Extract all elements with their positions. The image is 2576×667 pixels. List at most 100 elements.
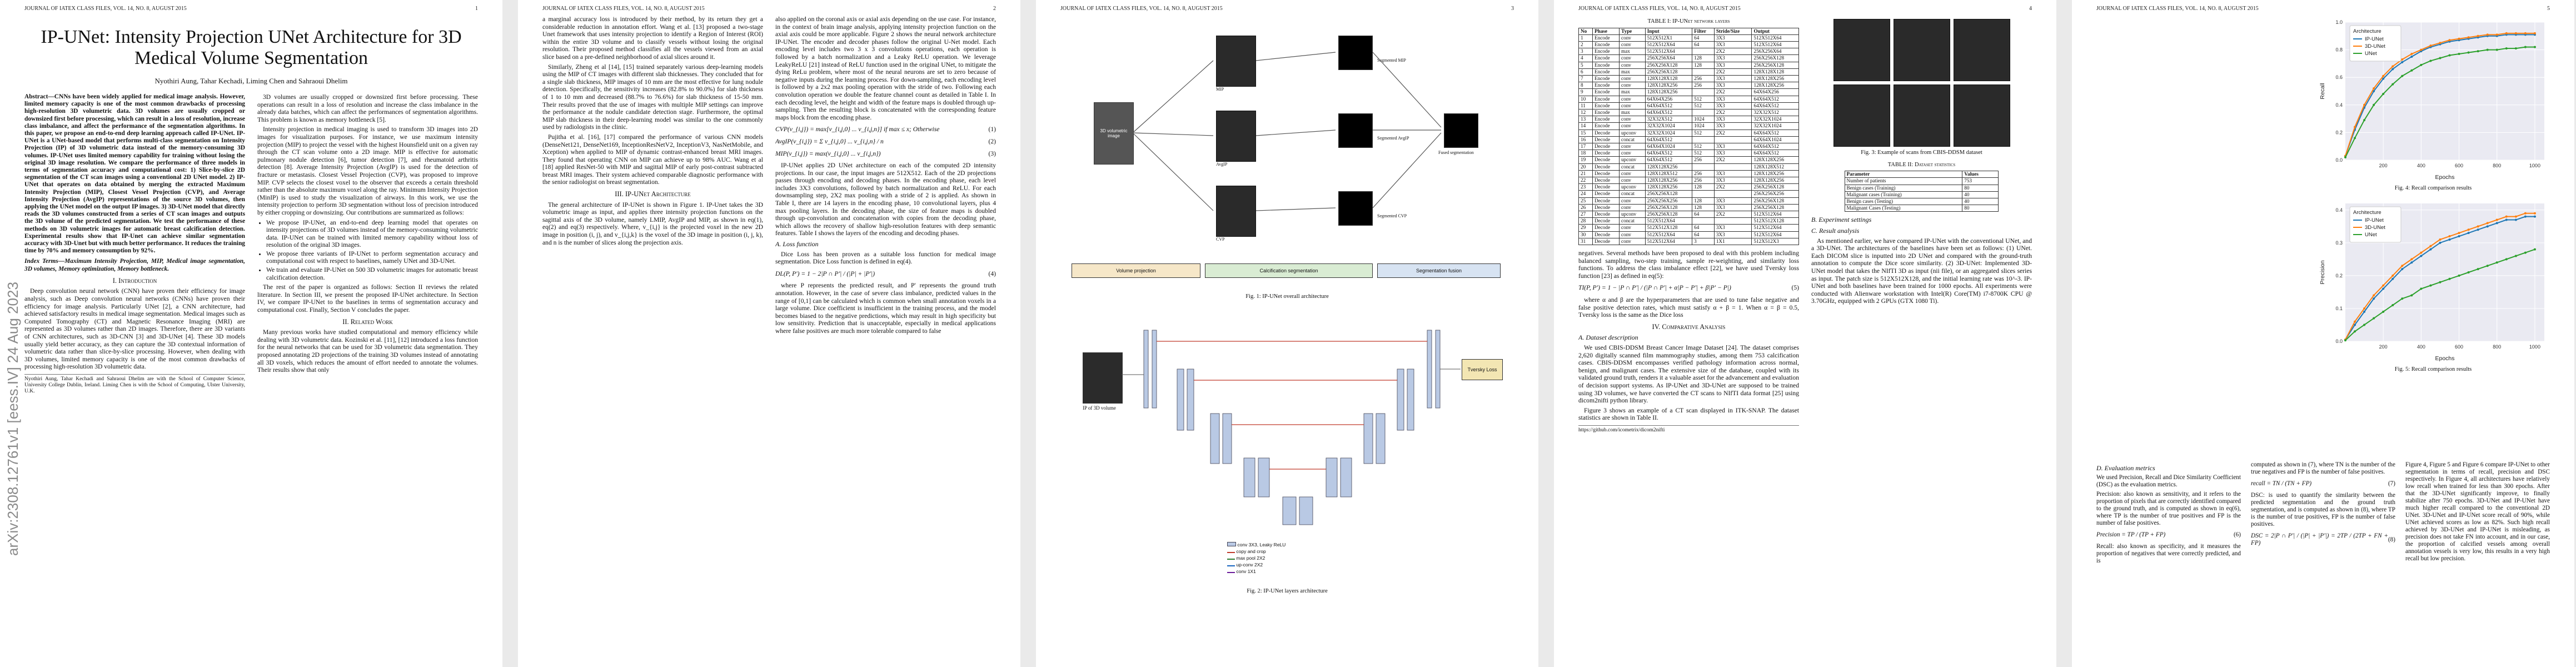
data-point: [2391, 304, 2394, 307]
subsection-heading: A. Dataset description: [1578, 334, 1638, 342]
table-cell: 16: [1578, 136, 1593, 144]
data-point: [2363, 119, 2366, 122]
data-point: [2429, 284, 2432, 287]
label-input: IP of 3D volume: [1083, 405, 1116, 411]
data-point: [2486, 222, 2489, 225]
table-cell: 512X512X64: [1645, 231, 1693, 238]
table-cell: Encode: [1592, 82, 1620, 89]
data-point: [2373, 87, 2375, 90]
table-cell: 64X64X256: [1751, 88, 1799, 96]
data-point: [2344, 339, 2346, 342]
table-cell: 128: [1692, 61, 1715, 69]
table-cell: Encode: [1592, 54, 1620, 62]
table-cell: 30: [1578, 231, 1593, 238]
legend-title: Architecture: [2353, 210, 2381, 216]
data-point: [2439, 57, 2442, 59]
table-cell: 512: [1692, 102, 1715, 110]
table-cell: conv: [1619, 95, 1646, 103]
table-cell: 256X256X128: [1645, 203, 1693, 212]
table-cell: 3X3: [1713, 150, 1752, 157]
table-cell: max: [1619, 48, 1646, 56]
table-cell: 1: [1578, 34, 1593, 42]
table-cell: 2X2: [1713, 211, 1752, 218]
table-cell: 128X128X256: [1645, 88, 1693, 96]
table-cell: [1692, 109, 1715, 117]
table-cell: conv: [1619, 224, 1646, 232]
table-cell: 512: [1692, 150, 1715, 157]
table-cell: 128X128X256: [1645, 177, 1693, 185]
data-point: [2354, 323, 2356, 326]
table-cell: 512X512X64: [1751, 34, 1799, 42]
legend-item: up-conv 2X2: [1227, 561, 1285, 568]
input-ip-image: [1083, 352, 1123, 404]
data-point: [2458, 37, 2460, 40]
table-header-cell: Values: [1962, 171, 1999, 178]
table-cell: 256: [1692, 82, 1715, 89]
table-title: TABLE I: IP-UNet network layers: [1647, 18, 1730, 24]
table-cell: Decode: [1592, 183, 1620, 191]
table-cell: Benign cases (Training): [1844, 184, 1963, 192]
table-cell: 64X64X512: [1751, 143, 1799, 151]
paragraph: Figure 3 shows an example of a CT scan d…: [1578, 406, 1799, 422]
table-cell: 3X3: [1713, 143, 1752, 151]
x-tick-label: 600: [2455, 344, 2463, 350]
table-cell: 512X512X64: [1645, 217, 1693, 225]
table-cell: Decode: [1592, 150, 1620, 157]
table-cell: 256X256X128: [1645, 211, 1693, 218]
data-point: [2363, 307, 2366, 310]
table-cell: conv: [1619, 177, 1646, 185]
data-point: [2354, 137, 2356, 140]
table-cell: 3: [1692, 237, 1715, 246]
y-axis-label: Recall: [2319, 83, 2326, 99]
table-cell: concat: [1619, 217, 1646, 225]
section-heading: IV. Comparative Analysis: [1652, 322, 1726, 331]
page-1: JOURNAL OF IATEX CLASS FILES, VOL. 14, N…: [0, 0, 502, 667]
table-cell: 19: [1578, 156, 1593, 164]
label-seg-avgip: Segmented AvgIP: [1377, 136, 1409, 141]
x-tick-label: 200: [2379, 344, 2388, 350]
mammogram-image: [1893, 19, 1950, 81]
legend-entry: UNet: [2365, 51, 2377, 57]
subsection-heading: D. Evaluation metrics: [2096, 464, 2155, 472]
table-cell: 3X3: [1713, 41, 1752, 49]
footnote: Nyothiri Aung, Tahar Kechadi and Sahraou…: [24, 374, 245, 395]
table-cell: 9: [1578, 88, 1593, 96]
x-tick-label: 200: [2379, 163, 2388, 168]
table-cell: Decode: [1592, 217, 1620, 225]
table-header-cell: Phase: [1592, 27, 1620, 35]
table-header-cell: Stride/Size: [1713, 27, 1752, 35]
projection-avgip-image: [1216, 111, 1256, 162]
table-cell: conv: [1619, 82, 1646, 89]
table-cell: 128X128X256: [1751, 156, 1799, 164]
table-cell: 3X3: [1713, 197, 1752, 205]
table-cell: 128X128X512: [1751, 163, 1799, 171]
data-point: [2477, 34, 2479, 37]
table-cell: Encode: [1592, 88, 1620, 96]
arxiv-stamp[interactable]: arXiv:2308.12761v1 [eess.IV] 24 Aug 2023: [4, 282, 21, 556]
index-terms: Index Terms—Maximum Intensity Projection…: [24, 258, 245, 272]
legend-title: Architecture: [2353, 28, 2381, 34]
table-cell: Malignant cases (Training): [1844, 191, 1963, 199]
page-header: JOURNAL OF IATEX CLASS FILES, VOL. 14, N…: [1060, 6, 1514, 16]
table-cell: 3X3: [1713, 54, 1752, 62]
column-left: a marginal accuracy loss is introduced b…: [542, 16, 763, 660]
x-axis-label: Epochs: [2435, 355, 2454, 362]
table-cell: 2X2: [1713, 109, 1752, 117]
data-point: [2420, 287, 2423, 290]
equation: Precision = TP / (TP + FP)(6): [2096, 531, 2241, 538]
